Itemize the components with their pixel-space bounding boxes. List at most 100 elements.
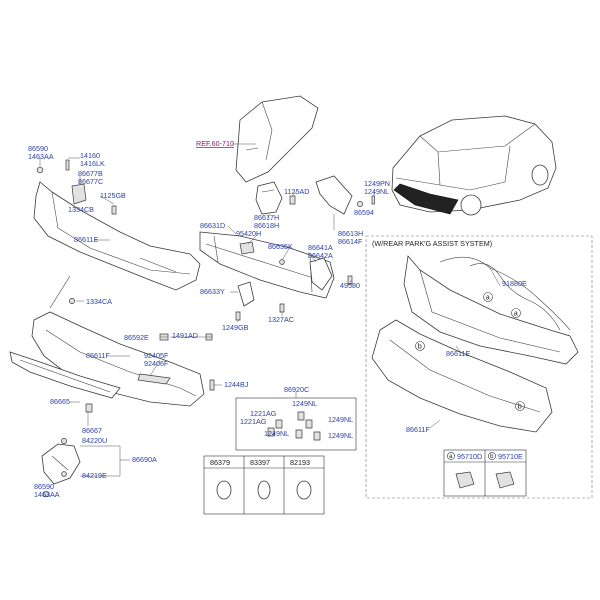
sensor-95420H <box>239 241 255 255</box>
label-1125GB[interactable]: 1125GB <box>100 191 126 200</box>
label-1221AG-a[interactable]: 1221AG <box>250 409 277 418</box>
label-1463AA-top[interactable]: 1463AA <box>28 152 54 161</box>
bolt-1125GB <box>111 205 117 215</box>
bracket-86677B <box>71 183 87 205</box>
ref-label[interactable]: REF.60-710 <box>196 139 234 148</box>
clip-86667 <box>85 403 93 413</box>
label-92405F[interactable]: 92405F <box>144 351 169 360</box>
label-86633Y[interactable]: 86633Y <box>200 287 225 296</box>
mud-guard-86690A <box>41 443 81 485</box>
label-95710E[interactable]: 95710E <box>498 452 523 461</box>
clip-86635K <box>279 259 285 265</box>
label-86665[interactable]: 86665 <box>50 397 70 406</box>
sensor-95710E <box>495 471 515 489</box>
plug-86379 <box>216 480 232 500</box>
bumper-cover-lower-86611F-park-assist <box>371 319 553 433</box>
clip-86594 <box>357 195 375 207</box>
clip-14160 <box>65 159 70 171</box>
label-86611E-left[interactable]: 86611E <box>74 235 98 244</box>
label-86617H[interactable]: 86617H <box>254 213 279 222</box>
label-1244BJ[interactable]: 1244BJ <box>224 380 249 389</box>
label-1327AC[interactable]: 1327AC <box>268 315 294 324</box>
fastener-86590-bottom <box>42 490 50 498</box>
wiring-91880E <box>469 263 561 331</box>
label-1249NL-c[interactable]: 1249NL <box>264 429 289 438</box>
label-1125AD[interactable]: 1125AD <box>284 187 309 196</box>
sensor-callout-a-2: a <box>511 308 521 318</box>
label-1491AD[interactable]: 1491AD <box>172 331 198 340</box>
label-1249PN[interactable]: 1249PN <box>364 179 390 188</box>
label-86690A[interactable]: 86690A <box>132 455 157 464</box>
label-1249NL-top[interactable]: 1249NL <box>364 187 389 196</box>
callout-a-2: a <box>514 309 518 318</box>
label-86667[interactable]: 86667 <box>82 426 102 435</box>
label-86611F-right[interactable]: 86611F <box>406 425 430 434</box>
label-1334CB[interactable]: 1334CB <box>68 205 94 214</box>
sensor-callout-b-1: b <box>415 341 425 351</box>
table-callout-a: a <box>449 454 453 460</box>
label-95420H[interactable]: 95420H <box>236 229 261 238</box>
sensor-callout-b-2: b <box>515 401 525 411</box>
label-86641A[interactable]: 86641A <box>308 243 333 252</box>
plug-82193 <box>296 480 312 500</box>
label-14160[interactable]: 14160 <box>80 151 100 160</box>
label-82193[interactable]: 82193 <box>290 458 310 467</box>
clip-84219E <box>61 471 67 477</box>
bracket-86633Y <box>237 281 255 307</box>
plug-83397 <box>257 480 271 500</box>
bolt-1244BJ <box>209 379 215 391</box>
bumper-cover-upper-86611E-park-assist <box>403 255 579 365</box>
label-84219E[interactable]: 84219E <box>82 471 107 480</box>
label-86613H[interactable]: 86613H <box>338 229 363 238</box>
bolt-1125AD <box>289 195 296 205</box>
label-86677B[interactable]: 86677B <box>78 169 103 178</box>
label-1249NL-a[interactable]: 1249NL <box>292 399 317 408</box>
label-1334CA[interactable]: 1334CA <box>86 297 112 306</box>
label-86635K[interactable]: 86635K <box>268 242 293 251</box>
label-86611E-right[interactable]: 86611E <box>446 349 470 358</box>
reflector-49580 <box>347 275 353 285</box>
label-86379[interactable]: 86379 <box>210 458 230 467</box>
bracket-86617H <box>255 181 283 215</box>
label-49580[interactable]: 49580 <box>340 281 360 290</box>
label-86642A[interactable]: 86642A <box>308 251 333 260</box>
vehicle-illustration <box>391 115 557 216</box>
label-86618H[interactable]: 86618H <box>254 221 279 230</box>
label-1463AA-bottom[interactable]: 1463AA <box>34 490 60 499</box>
bracket-86613H <box>315 175 353 215</box>
label-86590-bottom[interactable]: 86590 <box>34 482 54 491</box>
label-1249NL-b[interactable]: 1249NL <box>328 415 353 424</box>
label-86677C[interactable]: 86677C <box>78 177 103 186</box>
label-1249NL-d[interactable]: 1249NL <box>328 431 353 440</box>
label-86594[interactable]: 86594 <box>354 208 374 217</box>
label-86592E[interactable]: 86592E <box>124 333 149 342</box>
label-1221AG-b[interactable]: 1221AG <box>240 417 267 426</box>
label-91880E[interactable]: 91880E <box>502 279 527 288</box>
quarter-panel-reference <box>235 95 319 183</box>
label-92406F[interactable]: 92406F <box>144 359 169 368</box>
label-86631D[interactable]: 86631D <box>200 221 225 230</box>
skid-plate-86665 <box>9 351 121 399</box>
clip-1334CA <box>69 298 75 304</box>
label-83397[interactable]: 83397 <box>250 458 270 467</box>
label-86590-top[interactable]: 86590 <box>28 144 48 153</box>
table-callout-b: b <box>490 454 494 460</box>
clip-84220U <box>61 438 67 444</box>
label-86920C[interactable]: 86920C <box>284 385 309 394</box>
label-84220U[interactable]: 84220U <box>82 436 107 445</box>
plug-parts-table <box>203 455 325 515</box>
callout-b-2: b <box>518 402 522 411</box>
callout-a-1: a <box>486 293 490 302</box>
callout-b-1: b <box>418 342 422 351</box>
label-86611F-left[interactable]: 86611F <box>86 351 110 360</box>
label-86614F[interactable]: 86614F <box>338 237 363 246</box>
label-1416LK[interactable]: 1416LK <box>80 159 105 168</box>
screw-group-86920C <box>267 411 321 441</box>
label-1249GB[interactable]: 1249GB <box>222 323 249 332</box>
label-95710D[interactable]: 95710D <box>457 452 482 461</box>
bolt-1327AC <box>279 303 285 313</box>
leader-lines <box>39 157 501 429</box>
sensor-95710D <box>455 471 475 489</box>
absorber-86641A <box>309 257 333 291</box>
